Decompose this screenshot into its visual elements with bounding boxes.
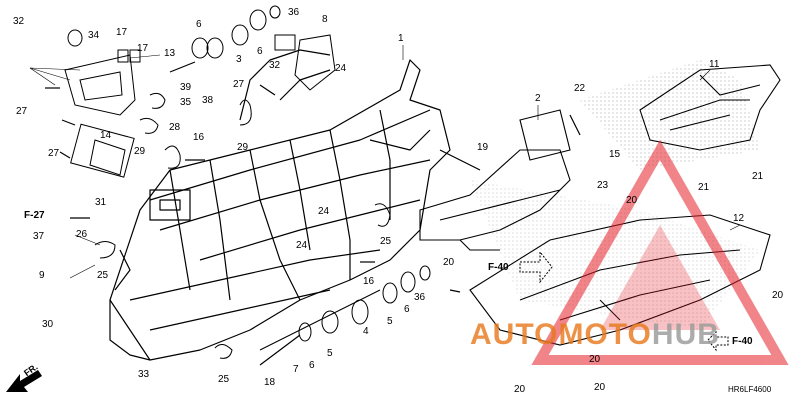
callout-20c: 20 <box>772 290 784 301</box>
callout-3: 3 <box>236 54 242 65</box>
callout-33: 33 <box>138 369 150 380</box>
callout-24b: 24 <box>318 206 330 217</box>
callout-26: 26 <box>76 229 88 240</box>
f40-arrow-right <box>707 330 729 352</box>
f40-arrow-left <box>519 250 553 284</box>
callout-4: 4 <box>363 326 369 337</box>
bolts <box>45 61 581 366</box>
callout-29a: 29 <box>134 146 146 157</box>
watermark-logo <box>531 139 789 365</box>
callout-36a: 36 <box>288 7 300 18</box>
callout-18: 18 <box>264 377 276 388</box>
callout-17b: 17 <box>137 43 149 54</box>
rear-subframe <box>419 109 571 251</box>
callout-32b: 32 <box>269 60 281 71</box>
ref-f27[interactable]: F-27 <box>24 210 45 221</box>
callout-27b: 27 <box>48 148 60 159</box>
callout-21b: 21 <box>698 182 710 193</box>
callout-37: 37 <box>33 231 45 242</box>
callout-28: 28 <box>169 122 181 133</box>
callout-9: 9 <box>39 270 45 281</box>
callout-38: 38 <box>202 95 214 106</box>
callout-20e: 20 <box>594 382 606 393</box>
callout-17a: 17 <box>116 27 128 38</box>
callout-25c: 25 <box>218 374 230 385</box>
shadow-hatching <box>470 60 760 330</box>
callout-1: 1 <box>398 33 404 44</box>
callout-19: 19 <box>477 142 489 153</box>
callout-14: 14 <box>100 130 112 141</box>
callout-31: 31 <box>95 197 107 208</box>
callout-27c: 27 <box>233 79 245 90</box>
leader-lines <box>29 45 741 279</box>
callout-36b: 36 <box>414 292 426 303</box>
callout-27a: 27 <box>16 106 28 117</box>
clamps <box>94 92 391 359</box>
left-bracket-assembly <box>64 54 136 178</box>
top-small-parts <box>67 5 336 91</box>
callout-25b: 25 <box>97 270 109 281</box>
callout-25a: 25 <box>380 236 392 247</box>
callout-6b: 6 <box>257 46 263 57</box>
callout-32a: 32 <box>13 16 25 27</box>
callout-7: 7 <box>293 364 299 375</box>
ref-f40-left[interactable]: F-40 <box>488 262 509 273</box>
callout-22: 22 <box>574 83 586 94</box>
callout-34: 34 <box>88 30 100 41</box>
callout-20b: 20 <box>443 257 455 268</box>
callout-11: 11 <box>709 59 720 70</box>
main-frame <box>109 49 451 361</box>
callout-16b: 16 <box>363 276 375 287</box>
diagram-code: HR6LF4600 <box>728 385 772 394</box>
axle-bushing-set <box>259 265 431 351</box>
callout-20a: 20 <box>626 195 638 206</box>
callout-35: 35 <box>180 97 192 108</box>
callout-30: 30 <box>42 319 54 330</box>
callout-39: 39 <box>180 82 192 93</box>
skid-plate-front <box>469 214 771 346</box>
front-arrow <box>6 370 42 392</box>
callout-6c: 6 <box>404 304 410 315</box>
callout-24a: 24 <box>335 63 347 74</box>
callout-8: 8 <box>322 14 328 25</box>
callout-5b: 5 <box>327 348 333 359</box>
watermark-text: AUTOMOTOHUB <box>470 318 720 351</box>
callout-16a: 16 <box>193 132 205 143</box>
callout-15: 15 <box>609 149 621 160</box>
callout-6d: 6 <box>309 360 315 371</box>
callout-13: 13 <box>164 48 176 59</box>
callout-23: 23 <box>597 180 609 191</box>
callout-2: 2 <box>535 93 541 104</box>
callout-5a: 5 <box>387 316 393 327</box>
callout-29b: 29 <box>237 142 249 153</box>
ref-f40-right[interactable]: F-40 <box>732 336 753 347</box>
callout-20f: 20 <box>514 384 526 395</box>
callout-6a: 6 <box>196 19 202 30</box>
callout-12: 12 <box>733 213 745 224</box>
skid-plate-rear <box>639 64 781 151</box>
callout-24c: 24 <box>296 240 308 251</box>
callout-20d: 20 <box>589 354 601 365</box>
callout-21a: 21 <box>752 171 764 182</box>
